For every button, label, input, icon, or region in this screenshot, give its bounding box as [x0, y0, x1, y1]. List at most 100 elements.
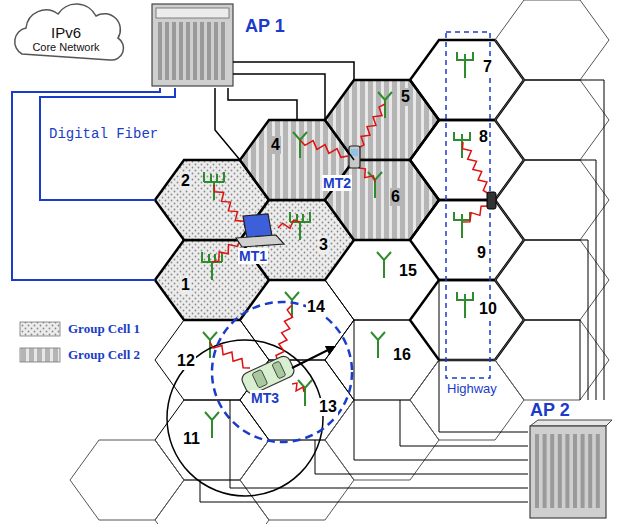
cell-shape	[325, 320, 439, 400]
rack-slot	[535, 434, 539, 508]
antenna-stroke	[205, 412, 219, 438]
cell-number: 8	[478, 128, 489, 146]
fiber-link	[40, 88, 175, 200]
cell-shape	[155, 320, 269, 400]
cell-hexagon: 15	[325, 240, 439, 320]
rack-slot	[596, 434, 600, 508]
legend-row: Group Cell 2	[18, 342, 140, 368]
cell-number: 15	[398, 262, 418, 280]
cell-number: 13	[318, 398, 338, 416]
empty-cell-outline	[495, 160, 609, 240]
terminal-label: MT1	[238, 248, 268, 264]
access-point-rack: AP 2	[528, 400, 612, 520]
terminal-label: MT2	[322, 175, 352, 191]
cell-hexagon: 12	[155, 320, 269, 400]
rack-slot	[543, 434, 547, 508]
cell-outline	[240, 360, 354, 440]
empty-cell-outline	[70, 440, 184, 520]
rack-slot	[179, 22, 183, 80]
rack-slot	[186, 22, 190, 80]
cell-outline	[325, 320, 439, 400]
cell-shape	[155, 160, 269, 240]
rack-slot	[221, 22, 225, 80]
cell-hexagon: 2	[155, 160, 269, 240]
empty-cell-outline	[495, 0, 609, 80]
cell-number: 4	[270, 136, 281, 154]
cloud-outline	[15, 4, 124, 60]
rack-wire	[233, 62, 290, 74]
cell-outline	[155, 240, 269, 320]
legend-row: Group Cell 1	[18, 316, 140, 342]
legend-swatch	[20, 348, 60, 362]
cell-outline	[325, 80, 439, 160]
empty-cell-outline	[410, 360, 524, 440]
access-point-label: AP 2	[530, 400, 570, 421]
cell-hexagon: 5	[325, 80, 439, 160]
cell-number: 1	[180, 276, 191, 294]
antenna-stroke	[454, 212, 470, 238]
cell-number: 10	[478, 300, 498, 318]
cell-outline	[325, 240, 439, 320]
access-point-label: AP 1	[245, 16, 285, 37]
fiber-link	[230, 400, 528, 488]
cell-hexagon: 6	[325, 160, 439, 240]
legend-swatch-box	[18, 321, 62, 337]
rack-slot	[581, 434, 585, 508]
radio-link	[463, 206, 488, 222]
cell-number: 3	[318, 236, 329, 254]
fiber-link	[524, 240, 588, 400]
fiber-link	[524, 320, 580, 400]
cell-shape	[410, 200, 524, 280]
empty-cell-outline	[325, 400, 439, 480]
terminal-label: MT3	[250, 390, 280, 406]
cell-shape	[155, 400, 269, 480]
fiber-link	[315, 440, 528, 474]
rack-body	[530, 426, 606, 518]
fiber-link	[354, 320, 528, 460]
antenna-stroke	[457, 292, 473, 318]
cell-number: 2	[180, 172, 191, 190]
cell-shape	[240, 200, 354, 280]
rack-slot	[207, 22, 211, 80]
cell-hexagon: 8	[410, 120, 524, 200]
cell-number: 9	[476, 244, 487, 262]
cell-hexagon: 11	[155, 400, 269, 480]
antenna-symbol	[457, 52, 473, 78]
rack-panel	[156, 8, 229, 18]
empty-cell-outline	[495, 320, 609, 400]
fiber-link	[200, 480, 528, 502]
rack-slot	[550, 434, 554, 508]
link-label: Digital Fiber	[48, 126, 159, 142]
cell-shape	[325, 80, 439, 160]
cell-number: 11	[182, 430, 201, 448]
label-holder: Highway	[446, 381, 498, 396]
coverage-circle-dashed	[212, 302, 352, 442]
cell-number: 5	[400, 88, 411, 106]
antenna-symbol	[298, 380, 312, 406]
antenna-symbol	[454, 132, 470, 158]
cell-shape	[325, 160, 439, 240]
label-holder: Digital Fiber	[48, 126, 159, 142]
cell-outline	[410, 280, 524, 360]
cell-shape	[410, 40, 524, 120]
cell-outline	[155, 400, 269, 480]
cloud-label: Core Network	[32, 41, 99, 53]
rack-slot	[193, 22, 197, 80]
cell-number: 12	[176, 352, 196, 370]
radio-link	[210, 342, 250, 368]
rack-slot	[565, 434, 569, 508]
fiber-link	[524, 80, 604, 400]
motion-arrow-head	[325, 346, 336, 355]
legend-swatch-box	[18, 347, 62, 363]
fiber-link	[228, 88, 297, 120]
cell-number: 14	[306, 298, 326, 316]
rack-slot	[588, 434, 592, 508]
empty-cell-outline	[240, 440, 354, 520]
radio-link	[292, 383, 304, 392]
cell-outline	[410, 200, 524, 280]
fiber-link	[290, 62, 354, 80]
cell-number: 6	[390, 188, 401, 206]
label-holder: MT1	[238, 248, 268, 264]
cell-shape	[325, 240, 439, 320]
